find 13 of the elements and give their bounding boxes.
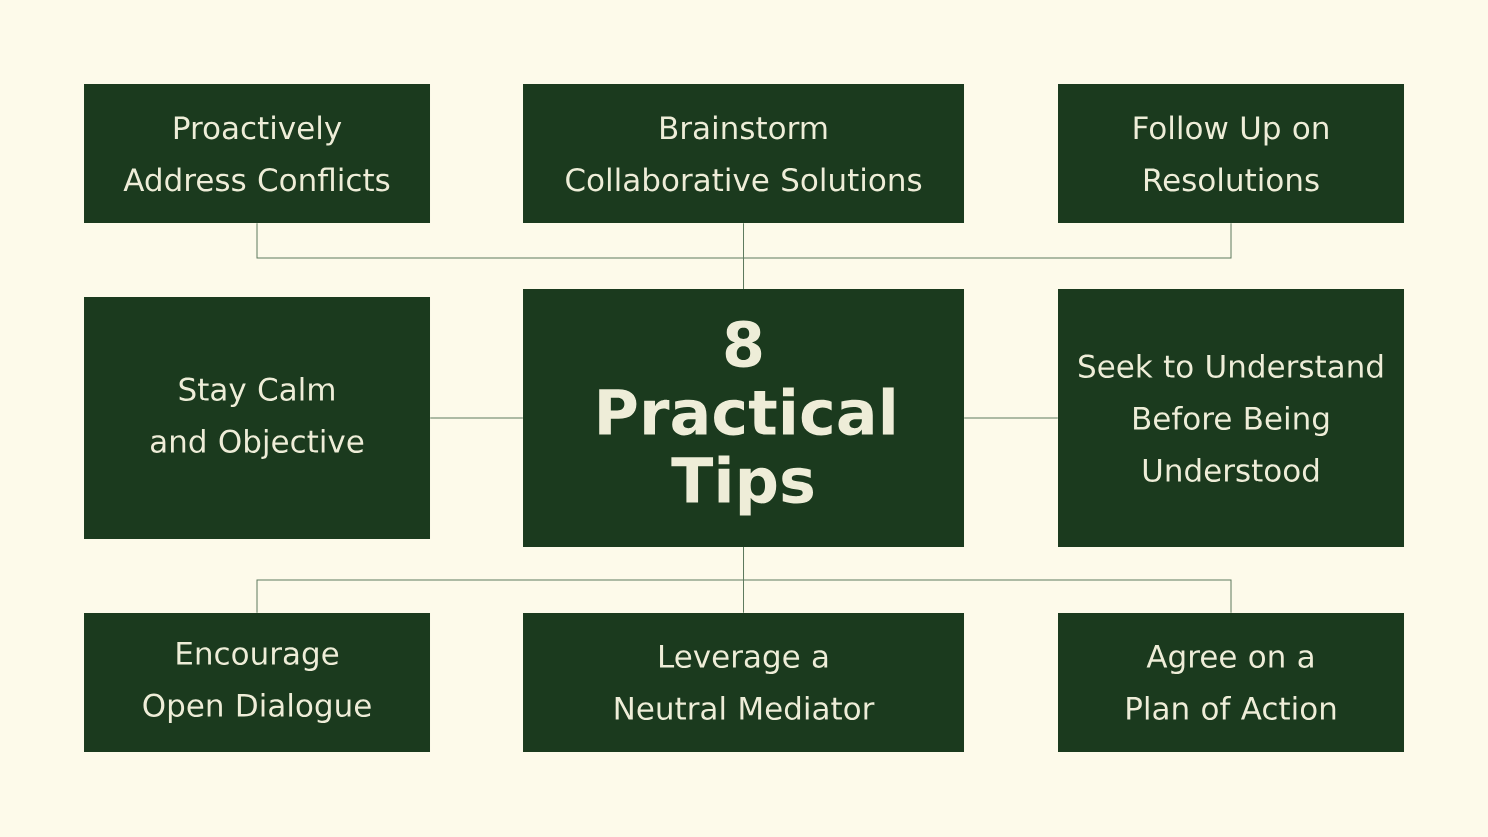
connector-line <box>963 417 1059 419</box>
title-box: 8 Practical Tips <box>523 289 964 547</box>
tip-box: Agree on a Plan of Action <box>1058 613 1404 752</box>
tip-box: Follow Up on Resolutions <box>1058 84 1404 223</box>
tip-box: Leverage a Neutral Mediator <box>523 613 964 752</box>
tip-box: Brainstorm Collaborative Solutions <box>523 84 964 223</box>
connector-line <box>743 222 1232 290</box>
connector-line <box>743 546 1232 614</box>
tip-box: Stay Calm and Objective <box>84 297 430 539</box>
connector-line <box>429 417 524 419</box>
tip-box: Encourage Open Dialogue <box>84 613 430 752</box>
tip-box: Seek to Understand Before Being Understood <box>1058 289 1404 547</box>
tip-box: Proactively Address Conflicts <box>84 84 430 223</box>
